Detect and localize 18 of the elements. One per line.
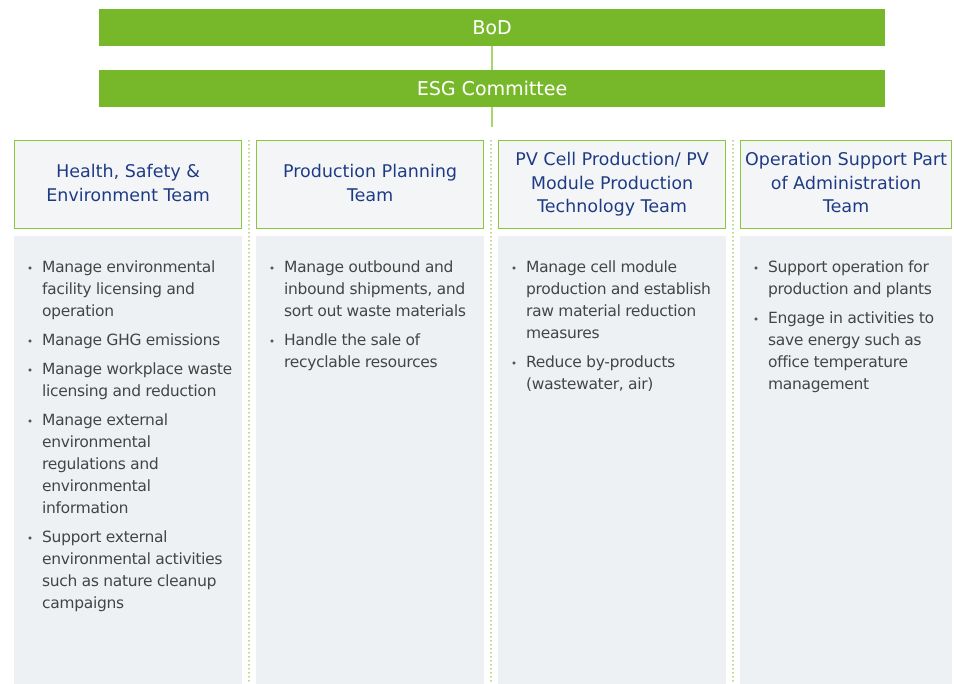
team-box (14, 140, 242, 229)
connector-line (491, 46, 493, 70)
team-name: Health, Safety & Environment Team (45, 160, 211, 208)
team-name: Production Planning Team (282, 160, 458, 208)
team-name: PV Cell Production/ PV Module Production Technology Team (514, 149, 710, 220)
team-box (498, 140, 726, 229)
duties-panel (498, 236, 726, 684)
connector-line (491, 107, 493, 127)
org-title: ESG Committee (416, 78, 568, 100)
team-box (740, 140, 952, 229)
org-title: BoD (472, 16, 512, 38)
duties-panel (256, 236, 484, 684)
org-bar (99, 70, 885, 107)
team-box (256, 140, 484, 229)
duties-panel (740, 236, 952, 684)
org-bar (99, 9, 885, 46)
team-name: Operation Support Part of Administration Team (745, 149, 947, 220)
duties-panel (14, 236, 242, 684)
